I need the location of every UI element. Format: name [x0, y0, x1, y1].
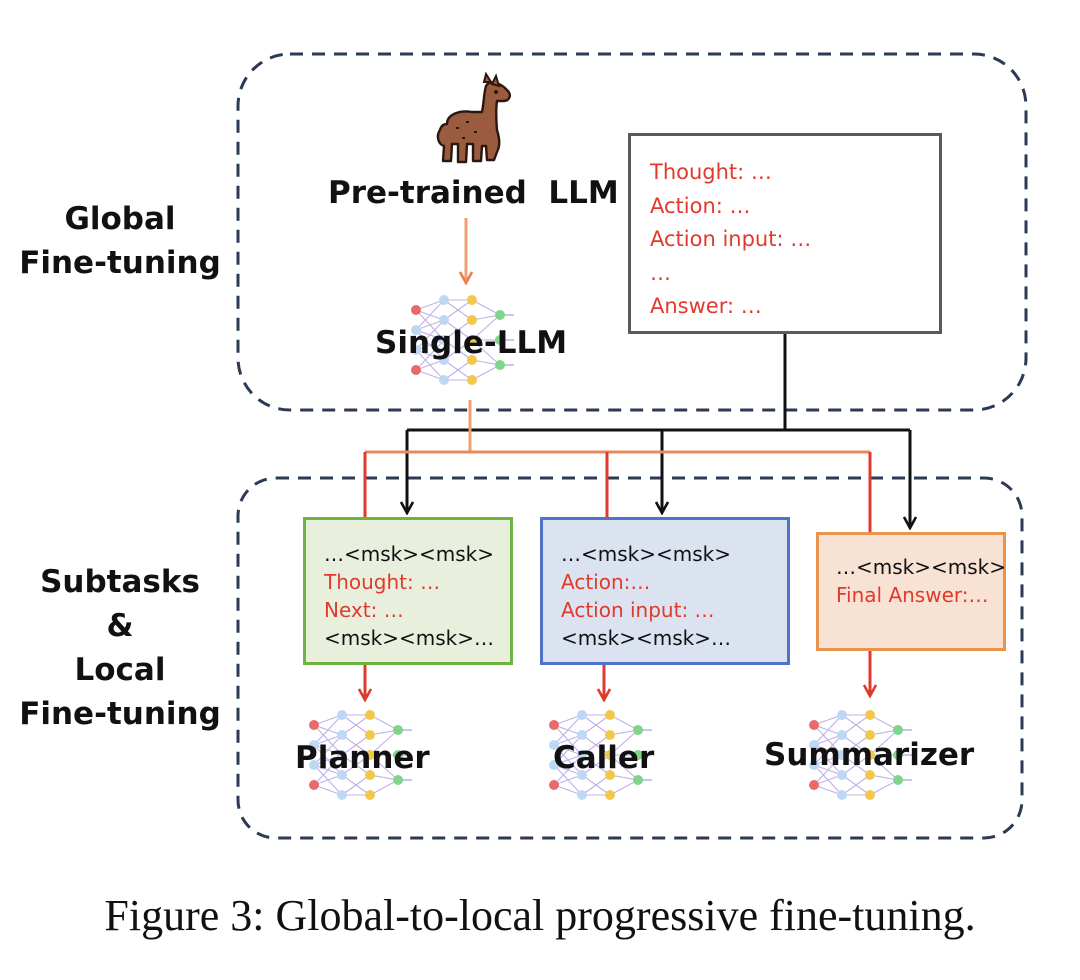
caller-box: …<msk><msk> Action:… Action input: … <ms… [540, 517, 790, 665]
format-line: … [650, 260, 671, 285]
global-finetuning-group [236, 52, 1028, 412]
summarizer-line: …<msk><msk> [836, 555, 1006, 579]
local-label-line: Local [74, 652, 166, 688]
format-connectors [407, 334, 910, 528]
subtask-arrows [365, 651, 870, 700]
single-llm-connectors [363, 400, 872, 532]
llama-icon [436, 71, 511, 164]
global-label-line: Global [64, 201, 176, 237]
figure-caption: Figure 3: Global-to-local progressive fi… [104, 891, 976, 940]
planner-line: <msk><msk>… [324, 626, 494, 650]
global-finetuning-label: Global Fine-tuning [12, 197, 228, 285]
caller-line: Action:… [561, 570, 651, 594]
format-line: Answer: … [650, 294, 762, 318]
planner-label: Planner [295, 740, 430, 776]
planner-box: …<msk><msk> Thought: … Next: … <msk><msk… [303, 517, 513, 665]
caller-line: <msk><msk>… [561, 626, 731, 650]
caller-line: …<msk><msk> [561, 542, 731, 566]
summarizer-label: Summarizer [764, 737, 975, 773]
local-finetuning-label: Subtasks & Local Fine-tuning [12, 560, 228, 736]
global-label-line: Fine-tuning [19, 245, 221, 281]
caller-label: Caller [553, 740, 655, 776]
local-label-line: Subtasks [40, 564, 200, 600]
summarizer-line: Final Answer:… [836, 583, 989, 607]
summarizer-box: …<msk><msk> Final Answer:… [816, 532, 1006, 651]
planner-line: Next: … [324, 598, 404, 622]
local-finetuning-group [236, 476, 1024, 840]
caller-line: Action input: … [561, 598, 715, 622]
planner-line: Thought: … [324, 570, 441, 594]
planner-line: …<msk><msk> [324, 542, 494, 566]
format-line: Action input: … [650, 227, 812, 251]
format-line: Action: … [650, 193, 751, 218]
single-llm-label: Single-LLM [375, 325, 568, 361]
local-label-line: & [106, 608, 134, 644]
format-line: Thought: … [650, 160, 772, 184]
output-format-box: Thought: … Action: … Action input: … … A… [628, 133, 942, 334]
local-label-line: Fine-tuning [19, 696, 221, 732]
pretrained-llm-label: Pre-trained LLM [328, 175, 619, 211]
